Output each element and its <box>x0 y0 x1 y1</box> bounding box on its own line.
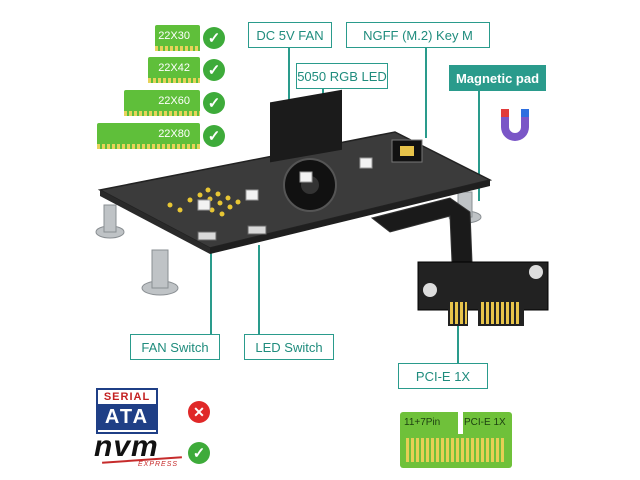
size-tag-22x60: 22X60 <box>124 90 200 116</box>
nvme-logo: nvm EXPRESS <box>94 432 194 472</box>
label-text: NGFF (M.2) Key M <box>363 27 473 43</box>
slot-label-right: PCI-E 1X <box>464 417 506 428</box>
leader-line <box>322 89 324 144</box>
sata-logo: SERIAL ATA <box>96 388 158 434</box>
magnet-icon <box>501 109 529 141</box>
sata-logo-bottom: ATA <box>98 404 156 430</box>
dc-fan-label: DC 5V FAN <box>248 22 332 48</box>
label-text: 5050 RGB LED <box>297 68 387 84</box>
pcb <box>97 131 493 249</box>
size-label: 22X60 <box>158 95 190 107</box>
label-text: LED Switch <box>255 339 323 355</box>
led-switch-label: LED Switch <box>244 334 334 360</box>
check-icon: ✓ <box>203 92 225 114</box>
check-icon: ✓ <box>203 125 225 147</box>
leader-line <box>258 245 260 334</box>
pcie-slot-illustration: 11+7Pin PCI-E 1X <box>400 412 512 468</box>
standoff-legs <box>95 191 482 296</box>
nvme-logo-main: nvm <box>94 430 159 463</box>
nvme-logo-sub: EXPRESS <box>138 461 179 468</box>
leader-line <box>210 245 212 334</box>
size-tag-22x80: 22X80 <box>97 123 200 149</box>
leader-line <box>288 48 290 143</box>
leader-line <box>457 325 459 363</box>
slot-label-left: 11+7Pin <box>404 417 441 428</box>
size-tag-22x42: 22X42 <box>148 57 200 83</box>
check-icon: ✓ <box>188 442 210 464</box>
label-text: PCI-E 1X <box>415 368 471 384</box>
fan-switch <box>197 231 217 241</box>
fan-switch-label: FAN Switch <box>130 334 220 360</box>
ngff-label: NGFF (M.2) Key M <box>346 22 490 48</box>
check-icon: ✓ <box>203 59 225 81</box>
pcie-label: PCI-E 1X <box>398 363 488 389</box>
led-switch <box>247 225 267 235</box>
yellow-dots <box>167 187 241 217</box>
ribbon-cable <box>370 197 473 263</box>
label-text: DC 5V FAN <box>256 27 324 43</box>
size-label: 22X30 <box>158 30 190 42</box>
rgb-leds <box>197 157 373 211</box>
size-tag-22x30: 22X30 <box>155 25 200 51</box>
sata-logo-top: SERIAL <box>103 391 151 403</box>
leader-line <box>478 91 480 201</box>
size-label: 22X80 <box>158 128 190 140</box>
rgb-led-label: 5050 RGB LED <box>296 63 388 89</box>
cross-icon: ✕ <box>188 401 210 423</box>
size-label: 22X42 <box>158 62 190 74</box>
m2-slot <box>391 139 423 163</box>
label-text: FAN Switch <box>141 339 209 355</box>
fan <box>270 89 342 212</box>
magnetic-pad-label: Magnetic pad <box>449 65 546 91</box>
label-text: Magnetic pad <box>455 70 540 86</box>
gold-fingers <box>406 438 506 462</box>
leader-line <box>425 48 427 138</box>
check-icon: ✓ <box>203 27 225 49</box>
pcie-connector <box>417 261 549 326</box>
